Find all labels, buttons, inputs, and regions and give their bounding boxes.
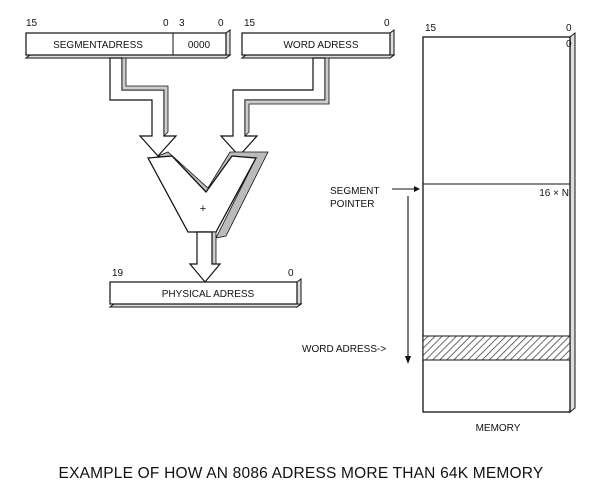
segment-register: SEGMENTADRESS 0000 15 0 3 0: [24, 18, 232, 59]
word-to-adder-arrow: [219, 57, 330, 157]
word-register-label: WORD ADRESS: [283, 40, 358, 51]
segment-pointer-line1: SEGMENT: [330, 186, 379, 197]
memory-block: 15 0 0 16 × N MEMORY: [422, 23, 576, 434]
segment-bit3: 3: [179, 18, 185, 29]
physical-register-label: PHYSICAL ADRESS: [162, 289, 255, 300]
segment-pointer: SEGMENT POINTER WORD ADRESS->: [302, 186, 420, 364]
segment-bit-high: 15: [26, 18, 38, 29]
word-register: WORD ADRESS 15 0: [240, 18, 396, 59]
physical-register: PHYSICAL ADRESS 19 0: [108, 268, 303, 308]
word-bit-high: 15: [244, 18, 256, 29]
memory-label: MEMORY: [476, 423, 521, 434]
adder-block: +: [146, 151, 269, 239]
segment-pointer-line2: POINTER: [330, 199, 374, 210]
segment-register-label: SEGMENTADRESS: [53, 40, 143, 51]
physical-bit-high: 19: [112, 268, 124, 279]
segment-zero-bits: 0000: [188, 40, 211, 51]
segment-to-adder-arrow: [109, 57, 178, 157]
memory-bit-low: 0: [566, 23, 572, 34]
memory-top-address: 0: [566, 39, 572, 50]
physical-bit-low: 0: [288, 268, 294, 279]
adder-to-physical-arrow: [188, 231, 222, 283]
segment-bit-low: 0: [163, 18, 169, 29]
word-adress-pointer-label: WORD ADRESS->: [302, 344, 386, 355]
adder-plus-symbol: +: [200, 203, 206, 215]
word-bit-low: 0: [384, 18, 390, 29]
memory-bit-high: 15: [425, 23, 437, 34]
segment-bit0: 0: [218, 18, 224, 29]
diagram-caption: EXAMPLE OF HOW AN 8086 ADRESS MORE THAN …: [59, 465, 544, 482]
memory-segment-offset: 16 × N: [539, 188, 569, 199]
